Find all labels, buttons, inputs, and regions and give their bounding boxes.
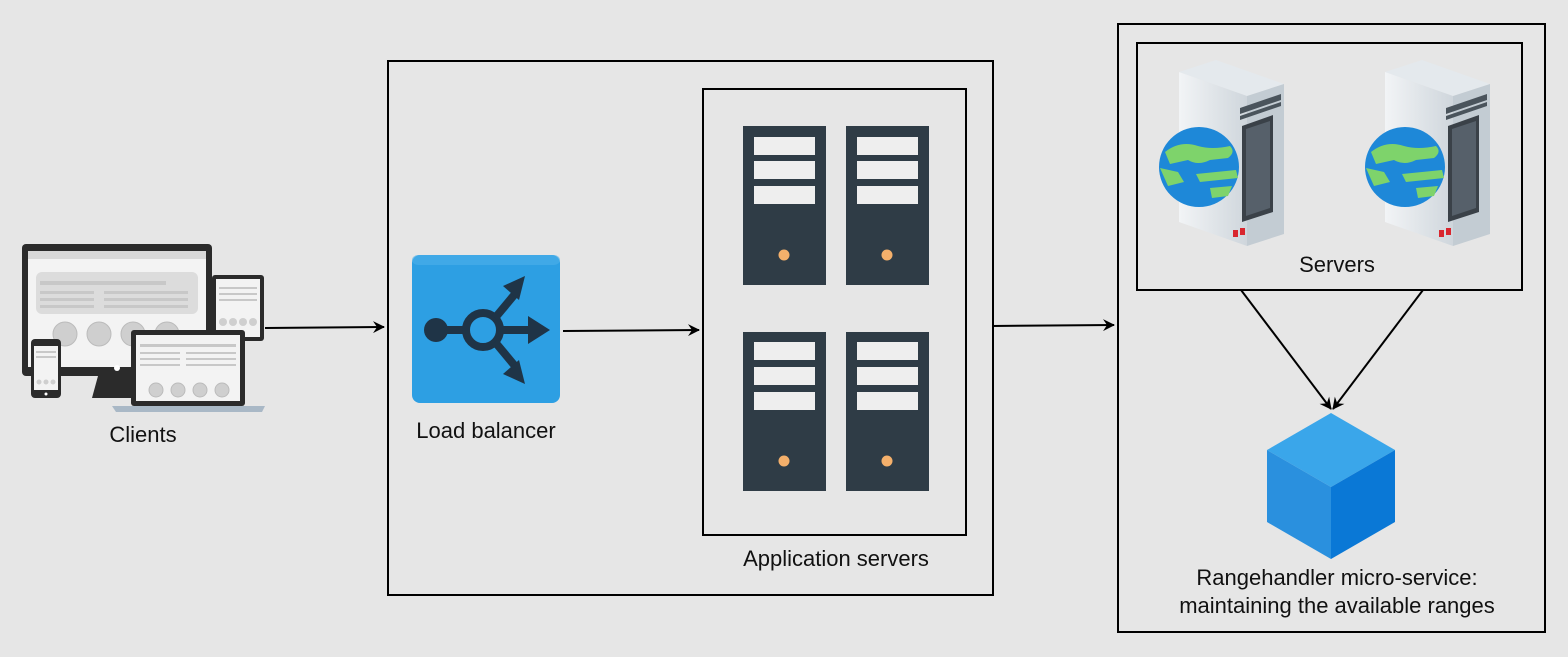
web-server-globe-icon	[1159, 60, 1284, 246]
processing-group-frame	[387, 60, 994, 596]
loadbalancer-to-appservers-arrow	[562, 324, 700, 337]
appservers-to-backend-arrow	[991, 319, 1115, 332]
servers-frame	[1136, 42, 1523, 291]
rangehandler-label-line1: Rangehandler micro-service:	[1196, 565, 1478, 590]
cube-icon	[1267, 413, 1395, 559]
server-tower-icon	[743, 332, 826, 491]
servers-label: Servers	[1299, 252, 1375, 277]
rangehandler-label: Rangehandler micro-service: maintaining …	[1179, 564, 1495, 620]
servers-to-rangehandler-arrow-right	[1332, 289, 1424, 410]
web-server-globe-icon	[1365, 60, 1490, 246]
application-servers-frame	[702, 88, 967, 536]
server-tower-icon	[846, 126, 929, 285]
rangehandler-label-line2: maintaining the available ranges	[1179, 593, 1495, 618]
load-balancer-icon	[412, 255, 560, 403]
server-tower-icon	[846, 332, 929, 491]
clients-label: Clients	[109, 422, 177, 447]
application-servers-label: Application servers	[743, 546, 929, 571]
load-balancer-label: Load balancer	[416, 418, 556, 443]
backend-group-frame	[1117, 23, 1546, 633]
clients-to-loadbalancer-arrow	[264, 321, 385, 334]
devices-icon	[22, 244, 265, 412]
server-tower-icon	[743, 126, 826, 285]
servers-to-rangehandler-arrow-left	[1240, 289, 1332, 410]
